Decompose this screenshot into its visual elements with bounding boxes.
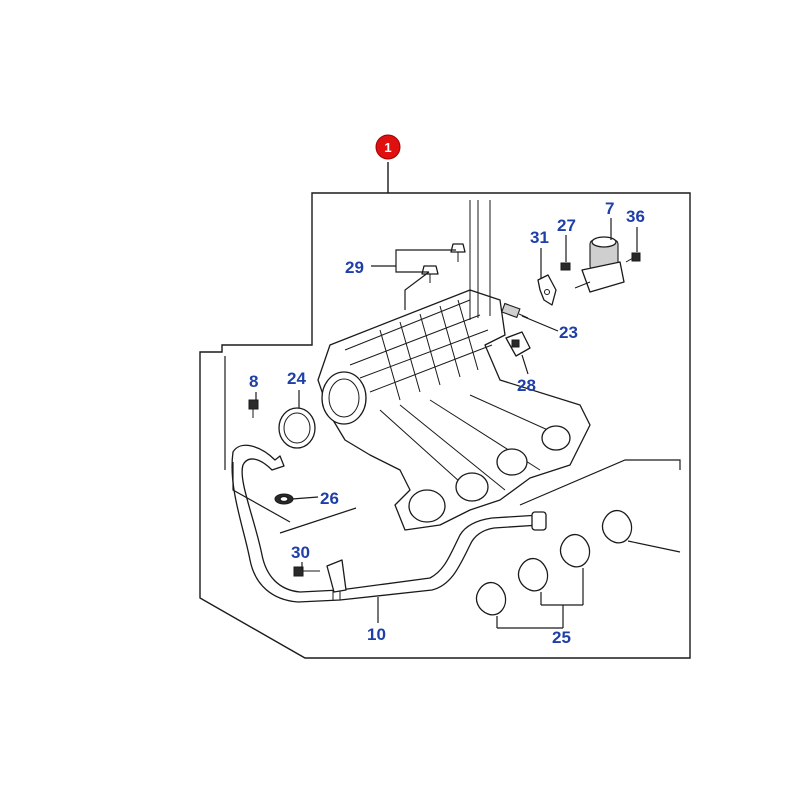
callout-labels: 29 31 27 7 36 23 28 8 24 26 30 10 25 [249, 199, 645, 647]
callout-10[interactable]: 10 [367, 625, 386, 644]
callout-24[interactable]: 24 [287, 369, 306, 388]
part-10-pipe [231, 444, 547, 603]
callout-25[interactable]: 25 [552, 628, 571, 647]
part-7-solenoid [574, 236, 625, 293]
part-31-bracket [537, 274, 557, 306]
callout-28[interactable]: 28 [517, 376, 536, 395]
part-29-bolts [421, 243, 466, 283]
callout-36[interactable]: 36 [626, 207, 645, 226]
part-28-connector [505, 331, 531, 357]
part-8-bolt [248, 399, 259, 418]
part-23-sensor [501, 302, 529, 319]
part-25-gaskets [475, 509, 633, 616]
assembly-badge[interactable]: 1 [375, 134, 401, 160]
callout-31[interactable]: 31 [530, 228, 549, 247]
part-26-seal [274, 493, 294, 505]
callout-26[interactable]: 26 [320, 489, 339, 508]
callout-7[interactable]: 7 [605, 199, 614, 218]
callout-8[interactable]: 8 [249, 372, 258, 391]
intake-manifold [317, 200, 591, 531]
callout-29[interactable]: 29 [345, 258, 364, 277]
part-36-screw [625, 252, 641, 263]
callout-27[interactable]: 27 [557, 216, 576, 235]
part-27-nut [560, 262, 571, 271]
assembly-frame [199, 162, 691, 659]
assembly-badge-label: 1 [384, 140, 391, 155]
part-24-gasket [278, 407, 316, 449]
callout-30[interactable]: 30 [291, 543, 310, 562]
leader-lines [224, 218, 681, 629]
callout-23[interactable]: 23 [559, 323, 578, 342]
assembly-badge-circle [375, 134, 401, 160]
part-30-bolt [293, 559, 347, 593]
